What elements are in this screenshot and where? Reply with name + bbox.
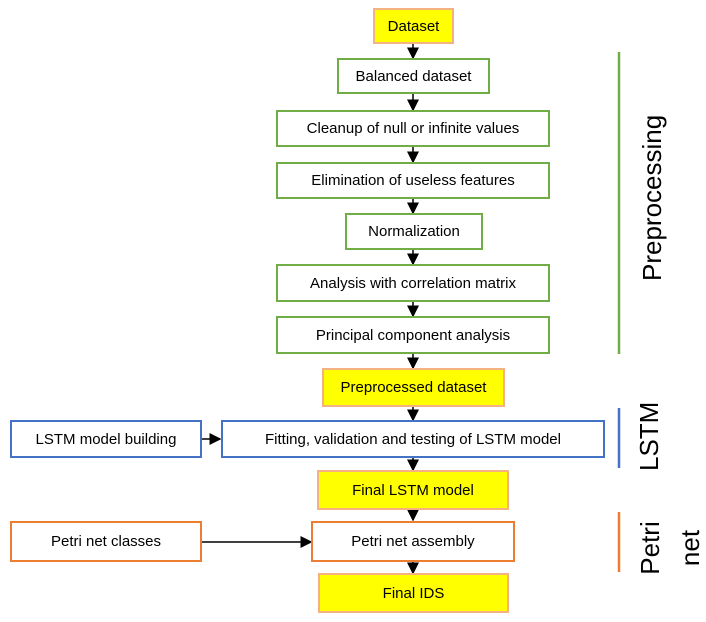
node-final-lstm-model: Final LSTM model: [317, 470, 509, 510]
node-elimination: Elimination of useless features: [276, 162, 550, 199]
group-label-preprocessing: Preprocessing: [637, 114, 667, 281]
node-cleanup: Cleanup of null or infinite values: [276, 110, 550, 147]
group-label-net: net: [675, 529, 705, 567]
node-lstm-model-building: LSTM model building: [10, 420, 202, 458]
node-final-ids: Final IDS: [318, 573, 509, 613]
node-normalization: Normalization: [345, 213, 483, 250]
node-preprocessed-dataset: Preprocessed dataset: [322, 368, 505, 407]
node-balanced-dataset: Balanced dataset: [337, 58, 490, 94]
group-label-lstm: LSTM: [634, 401, 664, 471]
node-lstm-fitting: Fitting, validation and testing of LSTM …: [221, 420, 605, 458]
node-dataset: Dataset: [373, 8, 454, 44]
node-correlation: Analysis with correlation matrix: [276, 264, 550, 302]
node-pca: Principal component analysis: [276, 316, 550, 354]
node-petri-net-assembly: Petri net assembly: [311, 521, 515, 562]
group-label-petri: Petri: [635, 521, 665, 575]
node-petri-net-classes: Petri net classes: [10, 521, 202, 562]
